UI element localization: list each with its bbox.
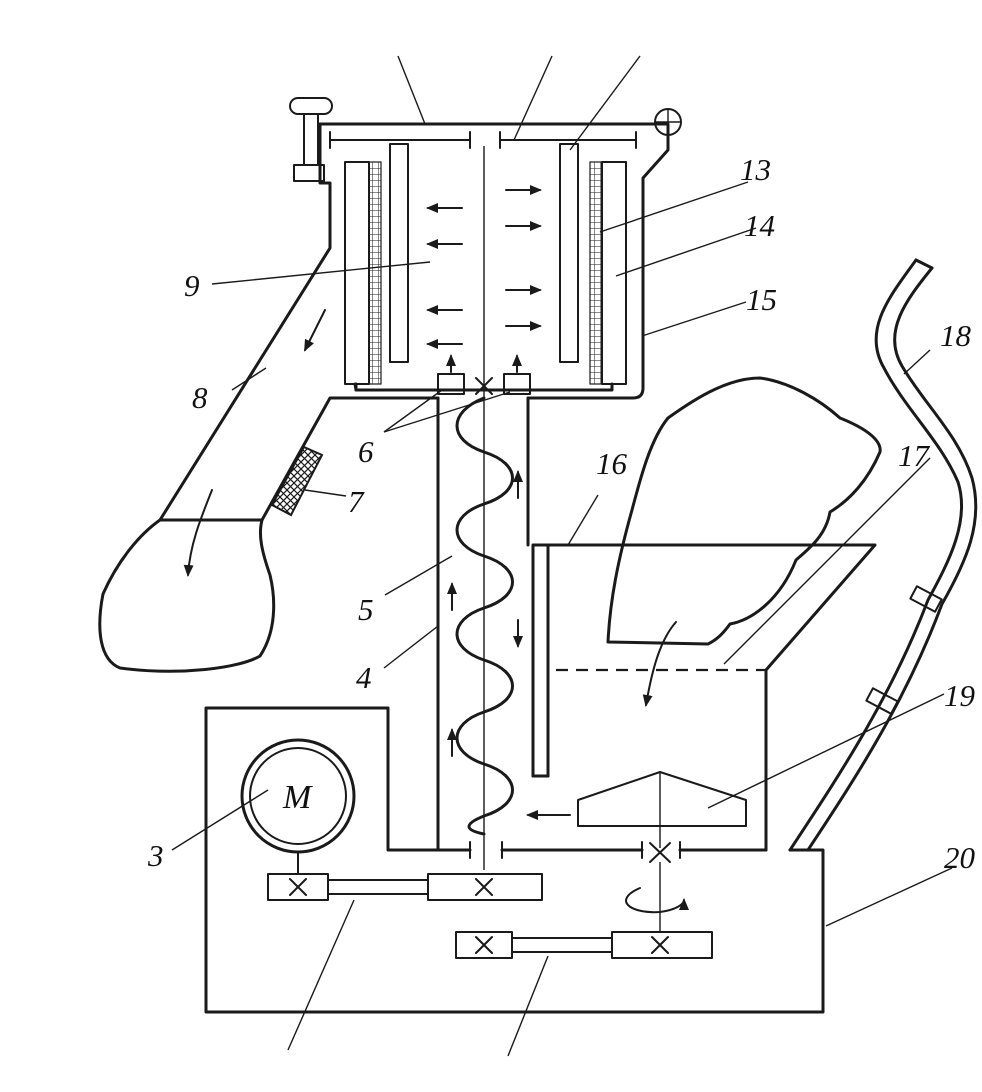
hinge: [654, 108, 682, 136]
pulley-motor: [267, 873, 329, 901]
spray-nozzles: [437, 354, 531, 395]
label-6: 6: [358, 434, 374, 469]
juice-flow-arrows: [426, 185, 542, 349]
pulp-container: [98, 489, 276, 673]
label-13: 13: [740, 152, 771, 187]
motor: M: [240, 738, 356, 875]
top-cover: [158, 122, 670, 522]
filter-drum-right: [559, 143, 627, 385]
label-15: 15: [746, 282, 777, 317]
auger-screw: [447, 396, 523, 836]
label-14: 14: [744, 208, 775, 243]
label-7: 7: [348, 484, 365, 519]
pulp-chute: [158, 309, 440, 522]
pulley-lower-right: [611, 931, 713, 959]
label-19: 19: [944, 678, 975, 713]
label-18: 18: [940, 318, 972, 353]
clamp-knob[interactable]: [289, 97, 333, 182]
belt-upper: [327, 879, 429, 895]
feed-tube: [204, 396, 825, 1014]
leader-lines: [171, 55, 953, 1057]
label-9: 9: [184, 268, 200, 303]
belt-lower: [511, 937, 613, 953]
pulley-lower-left: [455, 931, 513, 959]
label-17: 17: [898, 438, 931, 473]
hopper: [531, 543, 877, 852]
filter-drum-left: [344, 143, 409, 391]
label-5: 5: [358, 592, 374, 627]
motor-symbol: M: [282, 779, 313, 816]
label-3: 3: [147, 838, 164, 873]
chute-seal: [270, 445, 324, 517]
fruit-load: [606, 376, 882, 707]
grater-disc: [526, 771, 747, 848]
label-20: 20: [944, 840, 976, 875]
label-16: 16: [596, 446, 628, 481]
label-8: 8: [192, 380, 208, 415]
handle[interactable]: [788, 258, 978, 852]
pulley-auger: [427, 873, 543, 901]
label-4: 4: [356, 660, 372, 695]
part-labels: 3 4 5 6 7 8 9 13 14 15 16 17 18 19 20: [147, 152, 976, 875]
bearing-plates: [436, 841, 768, 932]
inner-lid-bars: [329, 131, 637, 149]
